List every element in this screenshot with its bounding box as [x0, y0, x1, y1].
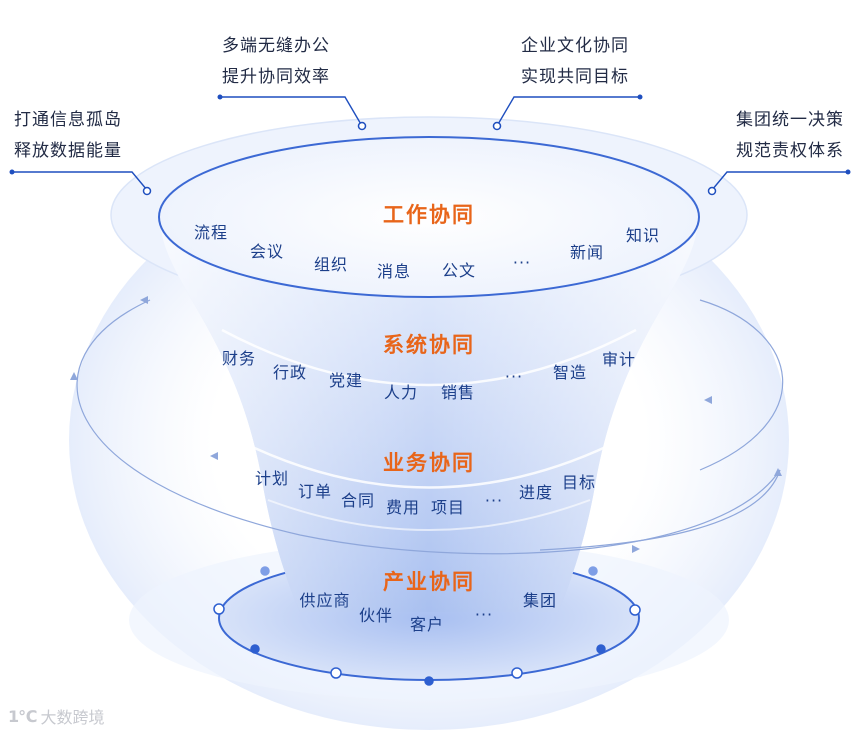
leader-top-right: [496, 96, 640, 127]
base-node-7: [629, 604, 641, 616]
work-item: 组织: [314, 255, 348, 274]
system-item: 智造: [553, 363, 587, 382]
work-item: 会议: [250, 242, 284, 261]
base-node-1: [213, 603, 225, 615]
leader-dots: [9, 94, 851, 175]
business-item: 计划: [255, 469, 289, 488]
system-item: 党建: [329, 371, 363, 390]
layer-title-industry: 产业协同: [383, 570, 475, 594]
separator-3: [267, 499, 591, 531]
system-item: 财务: [222, 349, 256, 368]
orbit-arrow-4: [632, 545, 640, 553]
callout-top-left: 多端无缝办公 提升协同效率: [222, 31, 330, 93]
system-item: 销售: [441, 383, 475, 402]
industry-item: 客户: [410, 615, 444, 634]
watermark: 1℃ 大数跨境: [8, 704, 105, 728]
callout-line: 打通信息孤岛: [14, 110, 122, 130]
system-item: ···: [505, 367, 523, 386]
work-item: ···: [513, 253, 531, 272]
funnel-top-rim: [158, 136, 700, 298]
leader-anchors: [142, 121, 717, 196]
callout-line: 多端无缝办公: [222, 36, 330, 56]
orbit-arrow-2: [70, 372, 78, 380]
base-node-8: [260, 566, 270, 576]
separator-1: [221, 328, 637, 387]
callout-line: 释放数据能量: [14, 141, 122, 161]
orbit-arrow-5: [704, 396, 712, 404]
callout-line: 规范责权体系: [736, 141, 844, 161]
industry-item: 集团: [523, 591, 557, 610]
layer-title-system: 系统协同: [383, 333, 475, 357]
layer-title-business: 业务协同: [383, 451, 475, 475]
leader-lines: [12, 96, 848, 191]
watermark-logo: 1℃: [8, 706, 37, 726]
base-node-9: [588, 566, 598, 576]
business-item: 项目: [431, 498, 465, 517]
industry-item: 供应商: [299, 591, 350, 610]
leader-right: [711, 171, 848, 191]
orbit-ring-2: [699, 299, 784, 471]
work-item: 知识: [626, 226, 660, 245]
work-item: 公文: [442, 261, 476, 280]
callout-top-right: 企业文化协同 实现共同目标: [521, 31, 629, 93]
callout-line: 企业文化协同: [521, 36, 629, 56]
callout-line: 提升协同效率: [222, 67, 330, 87]
work-item: 流程: [194, 223, 228, 242]
callout-line: 集团统一决策: [736, 110, 844, 130]
watermark-text: 大数跨境: [40, 708, 105, 727]
business-item: 订单: [298, 482, 332, 501]
business-item: 费用: [386, 498, 420, 517]
system-item: 人力: [384, 383, 418, 402]
business-item: 进度: [519, 483, 553, 502]
business-item: ···: [485, 491, 503, 510]
orbit-arrow-6: [774, 468, 782, 476]
base-node-2: [250, 644, 260, 654]
orbit-ring-3: [539, 469, 781, 551]
leader-top-left: [220, 96, 363, 127]
leader-left: [12, 171, 148, 191]
base-nodes: [213, 566, 641, 686]
separator-2: [247, 443, 611, 489]
funnel-highlight: [160, 217, 698, 612]
base-node-6: [596, 644, 606, 654]
business-item: 目标: [562, 473, 596, 492]
work-item: 新闻: [570, 243, 604, 262]
system-item: 行政: [273, 363, 307, 382]
orbit-ring-1: [76, 299, 781, 555]
base-node-5: [511, 667, 523, 679]
orbit-arrow-3: [210, 452, 218, 460]
callout-line: 实现共同目标: [521, 67, 629, 87]
layer-title-work: 工作协同: [383, 203, 475, 227]
system-item: 审计: [602, 350, 636, 369]
callout-right: 集团统一决策 规范责权体系: [736, 105, 844, 167]
work-item: 消息: [377, 262, 411, 281]
callout-left: 打通信息孤岛 释放数据能量: [14, 105, 122, 167]
business-item: 合同: [341, 491, 375, 510]
base-node-3: [330, 667, 342, 679]
orbit-arrow-1: [140, 296, 148, 304]
base-node-4: [424, 676, 434, 686]
industry-item: ···: [475, 605, 493, 624]
industry-item: 伙伴: [359, 606, 393, 625]
